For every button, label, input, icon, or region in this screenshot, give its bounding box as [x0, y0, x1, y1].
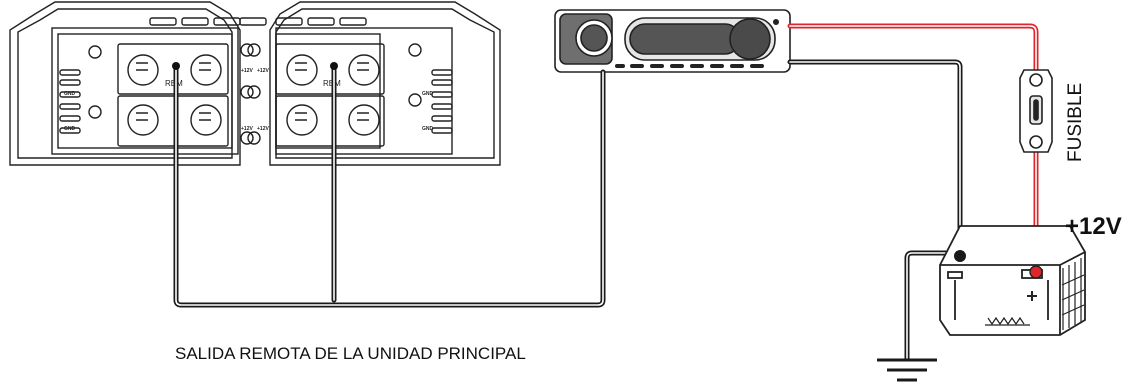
voltage-label: +12V	[1065, 213, 1122, 240]
rem-connector-left	[172, 62, 180, 70]
amplifier-left	[9, 1, 254, 166]
battery-positive-terminal	[1029, 265, 1043, 279]
amp-center-plus12-label-3: +12V	[241, 126, 253, 132]
ground-wire-inner	[789, 61, 961, 359]
amp-center-strip	[239, 17, 267, 145]
ground-wire	[787, 59, 963, 361]
amp-left-gnd-label-2: GND	[64, 126, 76, 132]
head-unit	[554, 9, 791, 73]
amplifier-right	[269, 1, 501, 166]
amp-center-plus12-label-2: +12V	[257, 68, 269, 74]
rem-connector-right	[330, 62, 338, 70]
remote-output-caption: SALIDA REMOTA DE LA UNIDAD PRINCIPAL	[175, 344, 526, 363]
amp-right-gnd-label-2: GND	[422, 126, 434, 132]
amp-center-plus12-label-1: +12V	[241, 68, 253, 74]
ground-symbol	[877, 358, 937, 382]
fuse-label: FUSIBLE	[1065, 83, 1086, 162]
remote-wire-inner	[175, 67, 604, 306]
amp-left-gnd-label-1: GND	[64, 91, 76, 97]
amp-right-gnd-label-1: GND	[422, 91, 434, 97]
amp-center-plus12-label-4: +12V	[257, 126, 269, 132]
battery	[939, 225, 1086, 336]
battery-negative-terminal	[954, 250, 966, 262]
fuse-holder	[1019, 69, 1053, 153]
